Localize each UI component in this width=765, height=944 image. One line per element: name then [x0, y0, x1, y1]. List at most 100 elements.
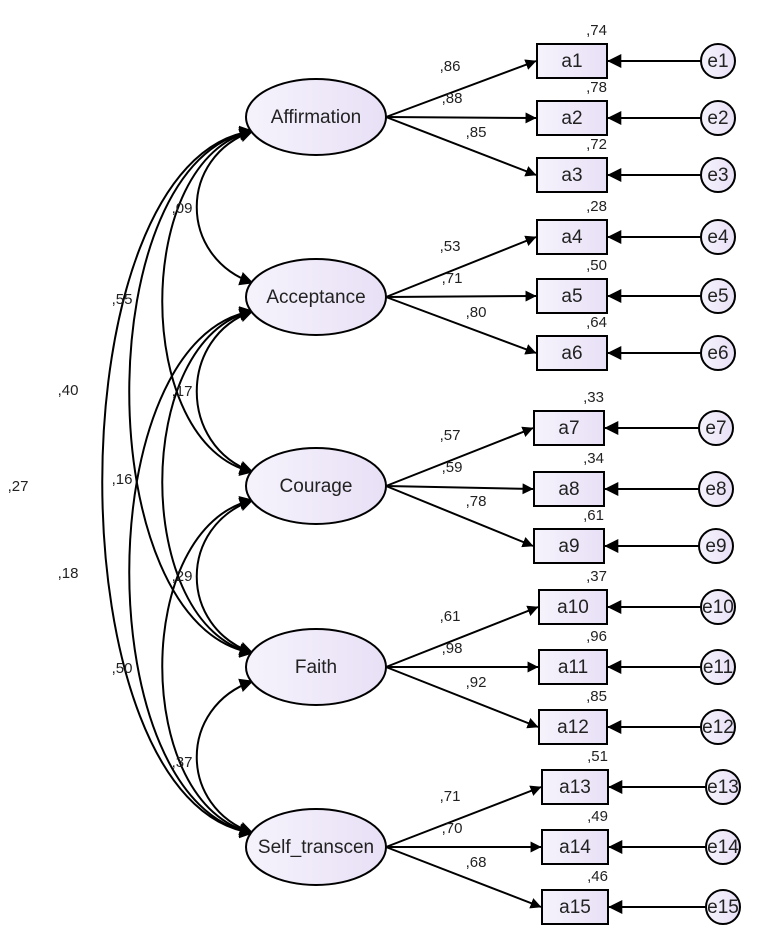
indicator-box — [533, 410, 605, 446]
factor-ellipse — [245, 628, 387, 706]
error-circle — [700, 219, 736, 255]
r-squared-label: ,72 — [586, 136, 607, 153]
indicator-label: a4 — [561, 227, 583, 248]
correlation-arc — [195, 678, 254, 836]
loading-label: ,86 — [440, 58, 461, 75]
loading-label: ,88 — [442, 90, 463, 107]
error-label: e14 — [707, 837, 739, 858]
error-circle — [700, 43, 736, 79]
correlation-label: ,27 — [8, 478, 29, 495]
indicator-label: a3 — [561, 165, 582, 186]
indicator-box — [538, 649, 608, 685]
factor-label: Self_transcen — [258, 837, 374, 858]
correlation-arc — [195, 128, 254, 286]
factor-label: Courage — [280, 476, 353, 497]
r-squared-label: ,85 — [586, 688, 607, 705]
r-squared-label: ,49 — [587, 808, 608, 825]
correlation-arc — [128, 126, 254, 658]
factor-ellipse — [245, 447, 387, 525]
loading-path — [385, 235, 537, 298]
loading-path — [385, 290, 537, 302]
correlation-arc — [195, 497, 254, 656]
factor-ellipse — [245, 808, 387, 886]
indicator-box — [536, 157, 608, 193]
error-circle — [705, 829, 741, 865]
error-circle — [705, 769, 741, 805]
indicator-label: a8 — [558, 479, 579, 500]
indicator-label: a5 — [561, 286, 582, 307]
indicator-box — [536, 43, 608, 79]
loading-path — [385, 605, 539, 668]
correlation-label: ,09 — [172, 200, 193, 217]
correlation-label: ,29 — [172, 568, 193, 585]
correlation-arc — [128, 306, 254, 838]
loading-label: ,68 — [466, 854, 487, 871]
indicator-label: a15 — [559, 897, 591, 918]
error-label: e2 — [707, 108, 728, 129]
indicator-box — [538, 589, 608, 625]
loading-label: ,59 — [442, 459, 463, 476]
r-squared-label: ,34 — [583, 450, 604, 467]
error-circle — [700, 709, 736, 745]
correlation-arc — [101, 125, 254, 839]
error-label: e7 — [705, 418, 726, 439]
error-label: e8 — [705, 479, 726, 500]
indicator-box — [533, 471, 605, 507]
indicator-label: a11 — [558, 657, 588, 678]
correlation-arc — [161, 495, 254, 838]
indicator-box — [541, 769, 609, 805]
correlation-label: ,17 — [172, 383, 193, 400]
r-squared-label: ,33 — [583, 389, 604, 406]
loading-label: ,71 — [442, 270, 463, 287]
r-squared-label: ,28 — [586, 198, 607, 215]
indicator-label: a13 — [559, 777, 591, 798]
factor-label: Faith — [295, 657, 337, 678]
correlation-arc — [161, 306, 254, 658]
error-label: e5 — [707, 286, 728, 307]
error-label: e13 — [707, 777, 739, 798]
correlation-label: ,55 — [112, 291, 133, 308]
indicator-box — [533, 528, 605, 564]
correlation-label: ,50 — [112, 660, 133, 677]
error-circle — [698, 528, 734, 564]
r-squared-label: ,78 — [586, 79, 607, 96]
loading-path — [385, 426, 534, 487]
error-label: e10 — [702, 597, 734, 618]
error-circle — [700, 100, 736, 136]
error-label: e4 — [707, 227, 729, 248]
error-label: e1 — [707, 51, 728, 72]
r-squared-label: ,64 — [586, 314, 607, 331]
correlation-label: ,40 — [58, 382, 79, 399]
loading-path — [385, 846, 542, 909]
loading-label: ,57 — [440, 427, 461, 444]
labels: ,09,17,29,37,55,16,50,40,18,27,86,74,88,… — [8, 22, 608, 885]
correlation-arcs — [101, 125, 254, 839]
error-label: e12 — [702, 717, 734, 738]
indicator-label: a9 — [558, 536, 579, 557]
r-squared-label: ,46 — [587, 868, 608, 885]
indicator-box — [541, 889, 609, 925]
r-squared-label: ,74 — [586, 22, 607, 39]
loading-path — [385, 785, 542, 848]
r-squared-label: ,96 — [586, 628, 607, 645]
loading-label: ,78 — [466, 493, 487, 510]
r-squared-label: ,61 — [583, 507, 604, 524]
indicator-box — [541, 829, 609, 865]
error-circle — [698, 471, 734, 507]
r-squared-label: ,50 — [586, 257, 607, 274]
error-circle — [700, 649, 736, 685]
error-label: e9 — [705, 536, 726, 557]
r-squared-label: ,37 — [586, 568, 607, 585]
error-circle — [700, 157, 736, 193]
loading-path — [385, 296, 537, 355]
indicator-box — [538, 709, 608, 745]
loading-paths — [385, 54, 706, 914]
loading-label: ,71 — [440, 788, 461, 805]
indicator-label: a14 — [559, 837, 591, 858]
indicator-box — [536, 278, 608, 314]
error-label: e11 — [703, 657, 733, 678]
loading-label: ,98 — [442, 640, 463, 657]
loading-label: ,85 — [466, 124, 487, 141]
indicator-box — [536, 335, 608, 371]
